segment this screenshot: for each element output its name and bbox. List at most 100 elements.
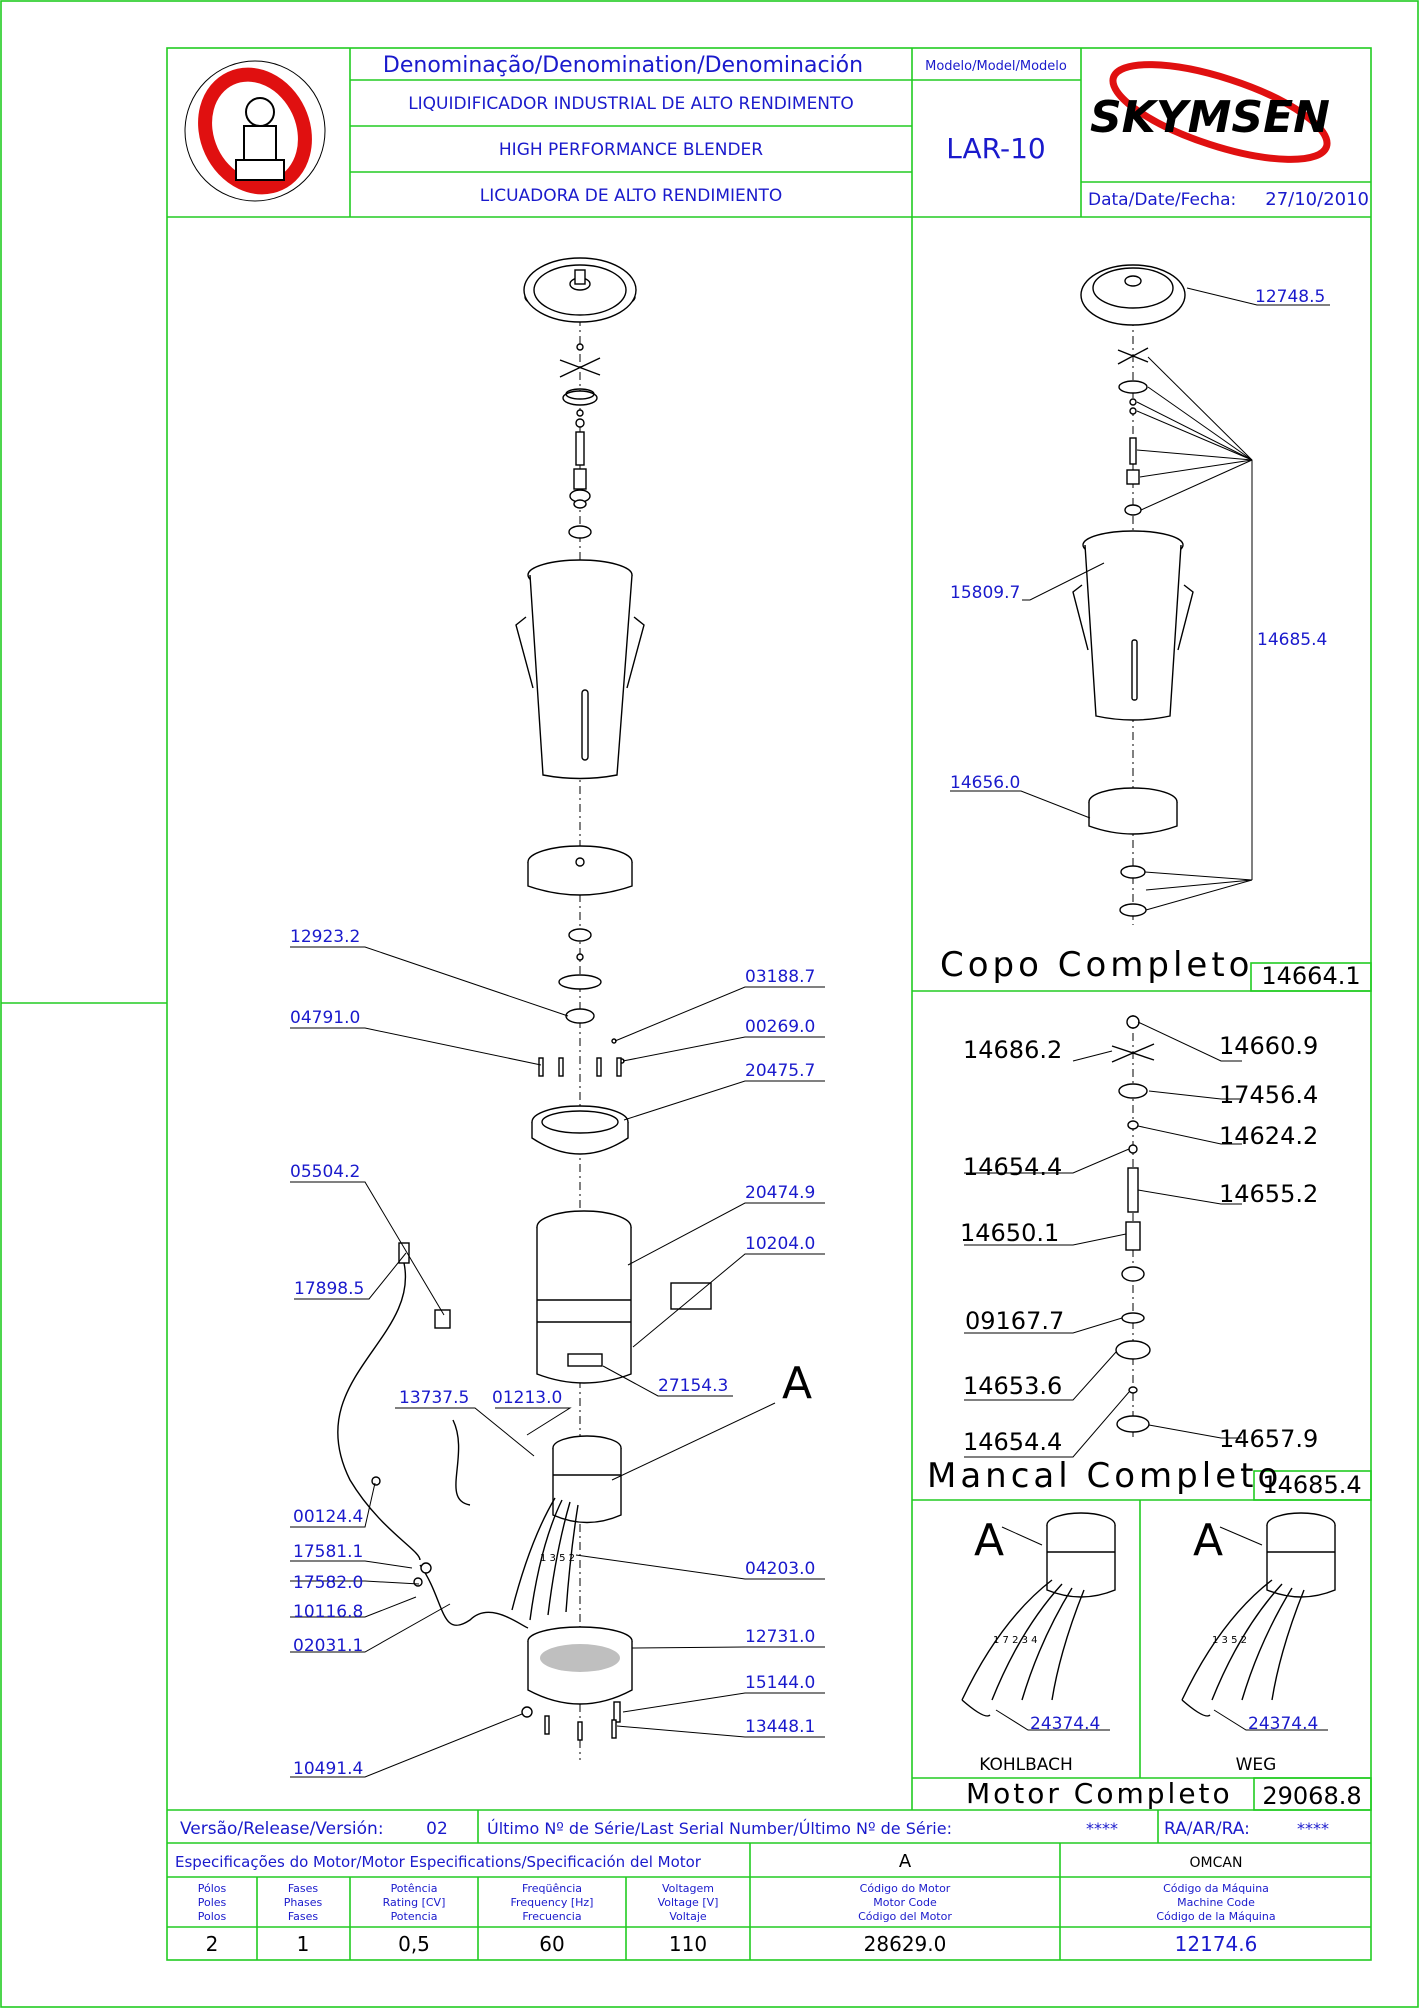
motor-title: Motor Completo bbox=[966, 1777, 1233, 1810]
part-label-27154: 27154.3 bbox=[658, 1376, 728, 1396]
part-label-15809: 15809.7 bbox=[950, 583, 1020, 603]
part-label-13737: 13737.5 bbox=[399, 1388, 469, 1408]
motor-spec-omcan: OMCAN bbox=[1190, 1855, 1243, 1871]
panel-grid bbox=[167, 217, 1372, 1811]
main-part-labels: 12923.2 03188.7 04791.0 00269.0 20475.7 … bbox=[290, 927, 815, 1779]
copo-title: Copo Completo bbox=[940, 945, 1253, 985]
part-label-12731: 12731.0 bbox=[745, 1627, 815, 1647]
copo-assembly bbox=[1072, 264, 1194, 925]
skymsen-logo: SKYMSEN bbox=[1090, 61, 1331, 163]
col-power-en: Rating [CV] bbox=[383, 1896, 446, 1909]
part-label-09167: 09167.7 bbox=[965, 1307, 1064, 1335]
col-motor-code-pt: Código do Motor bbox=[860, 1882, 951, 1895]
part-label-14650: 14650.1 bbox=[960, 1219, 1059, 1247]
poles-value: 2 bbox=[206, 1932, 219, 1956]
col-machine-code-pt: Código da Máquina bbox=[1163, 1882, 1269, 1895]
motor-detail-kohlbach bbox=[961, 1512, 1116, 1731]
part-label-14624: 14624.2 bbox=[1219, 1122, 1318, 1150]
col-volt-pt: Voltagem bbox=[662, 1882, 714, 1895]
col-freq-pt: Freqüência bbox=[522, 1882, 582, 1895]
part-label-02031: 02031.1 bbox=[293, 1636, 363, 1656]
motor-code-value: 28629.0 bbox=[864, 1932, 947, 1956]
date-value: 27/10/2010 bbox=[1265, 189, 1369, 210]
part-label-14655: 14655.2 bbox=[1219, 1180, 1318, 1208]
motor-detail-weg bbox=[1181, 1512, 1336, 1731]
col-motor-code-es: Código del Motor bbox=[858, 1910, 952, 1923]
spec-values: 2 1 0,5 60 110 28629.0 12174.6 bbox=[206, 1932, 1258, 1956]
part-label-17456: 17456.4 bbox=[1219, 1081, 1318, 1109]
voltage-value: 110 bbox=[669, 1932, 707, 1956]
product-name-pt: LIQUIDIFICADOR INDUSTRIAL DE ALTO RENDIM… bbox=[408, 94, 854, 114]
main-power-cord bbox=[337, 1242, 529, 1629]
part-label-05504: 05504.2 bbox=[290, 1162, 360, 1182]
brand-wordmark: SKYMSEN bbox=[1090, 92, 1330, 143]
part-label-20475: 20475.7 bbox=[745, 1061, 815, 1081]
main-motor-housing bbox=[536, 1210, 712, 1384]
main-leaders bbox=[290, 946, 825, 1778]
part-label-00269: 00269.0 bbox=[745, 1017, 815, 1037]
part-label-13448: 13448.1 bbox=[745, 1717, 815, 1737]
header-grid bbox=[167, 48, 1371, 218]
kohlbach-brand: KOHLBACH bbox=[979, 1755, 1073, 1775]
model-label: Modelo/Model/Modelo bbox=[925, 59, 1067, 74]
part-label-14685-copo: 14685.4 bbox=[1257, 630, 1327, 650]
col-power-pt: Potência bbox=[391, 1882, 438, 1895]
frequency-value: 60 bbox=[539, 1932, 564, 1956]
col-freq-en: Frequency [Hz] bbox=[511, 1896, 594, 1909]
date-label: Data/Date/Fecha: bbox=[1088, 190, 1236, 210]
part-label-17581: 17581.1 bbox=[293, 1542, 363, 1562]
main-blade bbox=[559, 343, 601, 378]
col-poles-en: Poles bbox=[198, 1896, 227, 1909]
product-name-en: HIGH PERFORMANCE BLENDER bbox=[499, 140, 763, 160]
part-label-01213: 01213.0 bbox=[492, 1388, 562, 1408]
part-label-14654-bottom: 14654.4 bbox=[963, 1428, 1062, 1456]
part-label-10116: 10116.8 bbox=[293, 1602, 363, 1622]
motor-spec-label: Especificações do Motor/Motor Especifica… bbox=[175, 1853, 702, 1871]
part-label-10204: 10204.0 bbox=[745, 1234, 815, 1254]
main-cup-base bbox=[527, 845, 633, 896]
part-label-20474: 20474.9 bbox=[745, 1183, 815, 1203]
model-value: LAR-10 bbox=[946, 132, 1045, 165]
machine-code-value: 12174.6 bbox=[1175, 1932, 1258, 1956]
detail-a-label: A bbox=[782, 1358, 812, 1409]
phases-value: 1 bbox=[297, 1932, 310, 1956]
part-label-10491: 10491.4 bbox=[293, 1759, 363, 1779]
part-label-17898: 17898.5 bbox=[294, 1279, 364, 1299]
part-label-14660: 14660.9 bbox=[1219, 1032, 1318, 1060]
part-label-14653: 14653.6 bbox=[963, 1372, 1062, 1400]
mancal-code: 14685.4 bbox=[1262, 1471, 1361, 1499]
part-label-14656: 14656.0 bbox=[950, 773, 1020, 793]
kohlbach-wire-numbers: 1 7 2 3 4 bbox=[993, 1635, 1038, 1646]
part-label-17582: 17582.0 bbox=[293, 1573, 363, 1593]
weg-detail-letter: A bbox=[1193, 1515, 1223, 1566]
weg-wire-numbers: 1 3 5 2 bbox=[1212, 1635, 1247, 1646]
main-lid bbox=[523, 257, 637, 323]
mancal-leaders bbox=[964, 1021, 1242, 1458]
footer-grid bbox=[167, 1810, 1371, 1960]
col-phases-pt: Fases bbox=[288, 1882, 319, 1895]
product-name-es: LICUADORA DE ALTO RENDIMIENTO bbox=[480, 186, 783, 206]
version-label: Versão/Release/Versión: bbox=[180, 1819, 384, 1839]
part-label-14686: 14686.2 bbox=[963, 1036, 1062, 1064]
col-volt-es: Voltaje bbox=[669, 1910, 707, 1923]
ra-label: RA/AR/RA: bbox=[1164, 1819, 1250, 1839]
mancal-title: Mancal Completo bbox=[927, 1456, 1282, 1496]
col-machine-code-es: Código de la Máquina bbox=[1156, 1910, 1275, 1923]
part-label-12923: 12923.2 bbox=[290, 927, 360, 947]
col-volt-en: Voltage [V] bbox=[658, 1896, 719, 1909]
ra-value: **** bbox=[1297, 1819, 1329, 1838]
power-value: 0,5 bbox=[398, 1932, 430, 1956]
main-motor-cover bbox=[531, 1105, 629, 1155]
serial-value: **** bbox=[1086, 1819, 1118, 1838]
copo-leaders bbox=[950, 287, 1330, 911]
main-wire-numbers: 1 3 5 2 bbox=[540, 1553, 575, 1564]
motor-spec-a: A bbox=[899, 1851, 912, 1872]
copo-code: 14664.1 bbox=[1261, 962, 1360, 990]
col-motor-code-en: Motor Code bbox=[873, 1896, 937, 1909]
main-cup bbox=[515, 559, 645, 780]
kohlbach-detail-letter: A bbox=[974, 1515, 1004, 1566]
part-label-14654-top: 14654.4 bbox=[963, 1153, 1062, 1181]
part-label-00124: 00124.4 bbox=[293, 1507, 363, 1527]
